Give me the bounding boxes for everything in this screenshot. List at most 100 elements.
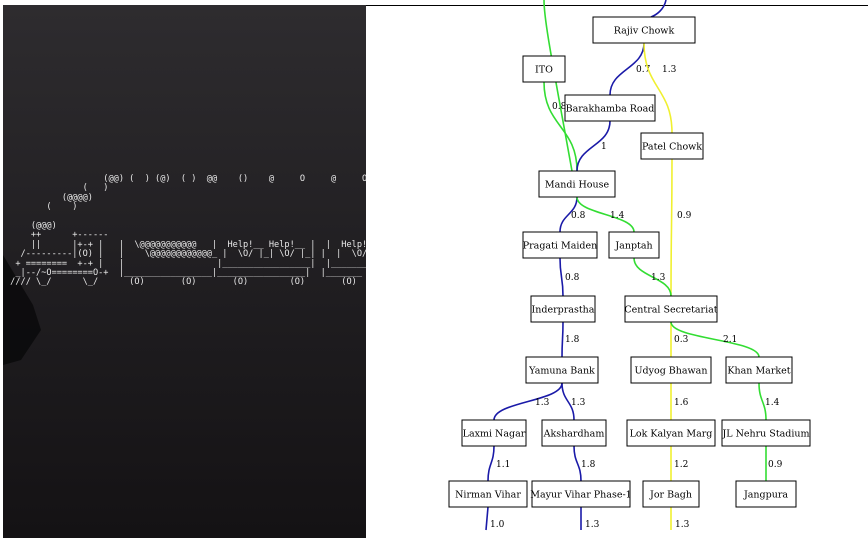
ascii-train-animation: (@@) ( ) (@) ( ) @@ () @ O @ O ( ) (@@@@… (10, 174, 366, 288)
edge-laxmi-nirman (487, 445, 495, 482)
edge-label-yamuna-akshar: 1.3 (571, 398, 586, 408)
edge-label-central-khan: 2.1 (723, 335, 737, 345)
station-box (522, 231, 598, 259)
station-label: Yamuna Bank (528, 366, 595, 377)
edge-label-rajiv-barakhamba: 0.7 (636, 65, 651, 75)
edge-label-mandi-pragati: 0.8 (571, 211, 586, 221)
station-node-central[interactable]: Central Secretariat (624, 295, 718, 323)
edge-label-khan-jln: 1.4 (765, 398, 780, 408)
station-node-mayur[interactable]: Mayur Vihar Phase-1 (530, 480, 632, 508)
station-box (630, 356, 712, 384)
edge-patel-central (670, 158, 673, 297)
station-box (531, 480, 631, 508)
edge-label-pragati-inder: 0.8 (565, 273, 580, 283)
station-label: Janptah (614, 241, 652, 252)
edge-label-janptah-central: 1.3 (651, 273, 666, 283)
station-node-jln[interactable]: JL Nehru Stadium (721, 419, 811, 447)
partial-edge-label: 1.3 (585, 520, 600, 530)
station-label: Inderprastha (532, 305, 595, 316)
station-label: Udyog Bhawan (635, 366, 708, 377)
partial-edge-line (650, 0, 667, 18)
station-label: Pragati Maiden (523, 241, 597, 252)
station-node-janptah[interactable]: Janptah (608, 231, 660, 259)
station-box (624, 295, 718, 323)
dark-wedge-shape (3, 255, 41, 365)
partial-edge-line (543, 0, 573, 172)
station-node-pragati[interactable]: Pragati Maiden (522, 231, 598, 259)
station-label: Mayur Vihar Phase-1 (530, 490, 631, 501)
edge-rajiv-patel (643, 42, 673, 134)
station-label: ITO (535, 65, 553, 76)
station-box (530, 295, 596, 323)
station-box (721, 419, 811, 447)
partial-edge-label: 1.3 (675, 520, 690, 530)
station-node-laxmi[interactable]: Laxmi Nagar (461, 419, 527, 447)
terminal-window: (@@) ( ) (@) ( ) @@ () @ O @ O ( ) (@@@@… (3, 5, 366, 538)
station-label: Rajiv Chowk (614, 26, 675, 37)
station-node-akshar[interactable]: Akshardham (541, 419, 607, 447)
station-label: Khan Market (727, 366, 790, 377)
station-node-ito[interactable]: ITO (522, 55, 566, 83)
station-box (626, 419, 716, 447)
station-node-patel[interactable]: Patel Chowk (640, 132, 704, 160)
station-node-jor[interactable]: Jor Bagh (642, 480, 700, 508)
station-label: Mandi House (545, 180, 610, 191)
edge-label-rajiv-patel: 1.3 (662, 65, 677, 75)
edge-mandi-pragati (559, 196, 578, 233)
station-box (642, 480, 700, 508)
station-node-rajiv[interactable]: Rajiv Chowk (592, 16, 696, 44)
station-label: Lok Kalyan Marg (630, 429, 713, 440)
edge-label-akshar-mayur: 1.8 (581, 460, 596, 470)
station-box (525, 356, 599, 384)
edge-label-udyog-lok: 1.6 (674, 398, 689, 408)
station-box (461, 419, 527, 447)
station-node-yamuna[interactable]: Yamuna Bank (525, 356, 599, 384)
station-box (448, 480, 528, 508)
station-node-inder[interactable]: Inderprastha (530, 295, 596, 323)
edge-barakhamba-mandi (576, 120, 611, 172)
station-node-lok[interactable]: Lok Kalyan Marg (626, 419, 716, 447)
edge-rajiv-barakhamba (609, 42, 645, 96)
edge-label-lok-jor: 1.2 (674, 460, 688, 470)
station-label: Akshardham (543, 429, 605, 440)
station-node-udyog[interactable]: Udyog Bhawan (630, 356, 712, 384)
station-node-nirman[interactable]: Nirman Vihar (448, 480, 528, 508)
station-box (522, 55, 566, 83)
edge-yamuna-laxmi (493, 382, 563, 421)
edge-inder-yamuna (561, 321, 564, 358)
station-box (735, 480, 797, 508)
edge-janptah-central (633, 257, 672, 297)
station-node-jangpura[interactable]: Jangpura (735, 480, 797, 508)
edge-label-inder-yamuna: 1.8 (565, 335, 580, 345)
edge-akshar-mayur (573, 445, 582, 482)
station-label: Laxmi Nagar (463, 429, 526, 440)
station-box (640, 132, 704, 160)
edge-label-barakhamba-mandi: 1 (601, 142, 607, 152)
edge-label-patel-central: 0.9 (677, 211, 692, 221)
edge-label-mandi-janptah: 1.4 (610, 211, 625, 221)
station-box (564, 94, 656, 122)
station-label: JL Nehru Stadium (721, 429, 809, 440)
edge-khan-jln (758, 382, 767, 421)
station-node-barakhamba[interactable]: Barakhamba Road (564, 94, 656, 122)
station-node-khan[interactable]: Khan Market (725, 356, 793, 384)
edge-ito-mandi (543, 81, 578, 172)
partial-edge-label: 1.0 (490, 520, 505, 530)
station-box (538, 170, 616, 198)
edge-label-jln-jangpura: 0.9 (768, 460, 783, 470)
station-box (608, 231, 660, 259)
station-box (592, 16, 696, 44)
edge-label-ito-mandi: 0.8 (552, 102, 567, 112)
station-node-mandi[interactable]: Mandi House (538, 170, 616, 198)
station-box (725, 356, 793, 384)
station-label: Central Secretariat (624, 305, 717, 316)
partial-edge-line (485, 506, 489, 531)
edge-label-laxmi-nirman: 1.1 (496, 460, 510, 470)
station-label: Nirman Vihar (455, 490, 521, 501)
edge-pragati-inder (559, 257, 564, 297)
station-box (541, 419, 607, 447)
station-label: Barakhamba Road (566, 104, 655, 115)
edge-yamuna-akshar (561, 382, 575, 421)
station-label: Patel Chowk (642, 142, 702, 153)
